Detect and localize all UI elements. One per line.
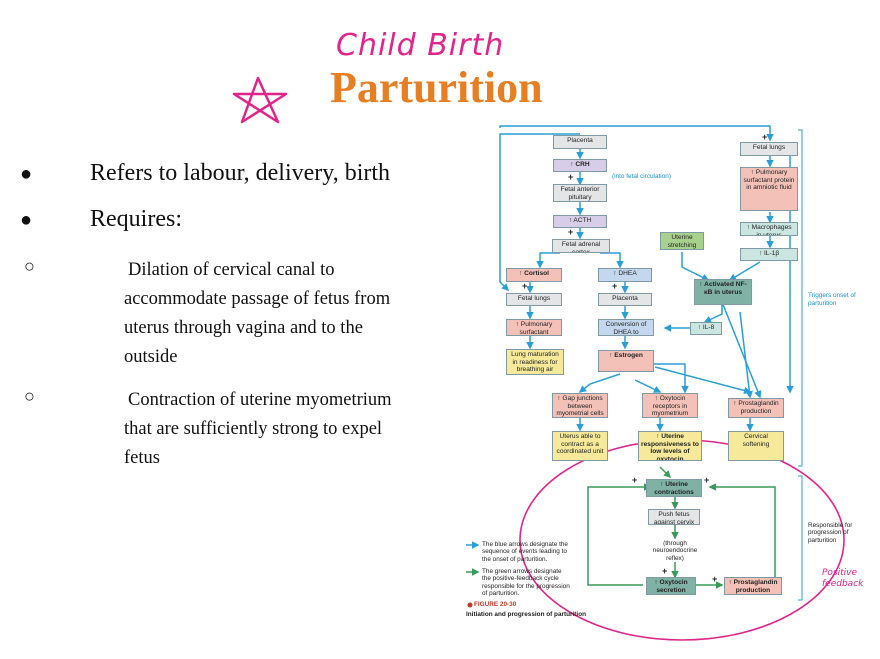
node-lung-maturation: Lung maturation in readiness for breathi…: [506, 349, 564, 375]
node-gap-junctions: ↑ Gap junctions between myometrial cells: [552, 393, 608, 418]
node-acth: ↑ ACTH: [553, 215, 607, 228]
node-macrophages: ↑ Macrophages in uterus: [740, 222, 798, 236]
bullet-marker: ●: [20, 209, 33, 231]
node-nfkb: ↑ Activated NF-κB in uterus: [694, 279, 752, 305]
label-responsible: Responsible for progression of parturiti…: [808, 522, 853, 544]
legend-green: The green arrows designate the positive-…: [482, 568, 570, 598]
node-dhea: ↑ DHEA: [598, 268, 652, 282]
node-push-fetus: Push fetus against cervix: [648, 509, 700, 525]
node-crh: ↑ CRH: [553, 159, 607, 172]
label-triggers: Triggers onset of parturition: [808, 292, 856, 307]
annotation-title: Child Birth: [336, 28, 505, 63]
node-il8: ↑ IL-8: [690, 322, 722, 335]
star-doodle-icon: [232, 76, 288, 124]
node-fetal-lungs-left: Fetal lungs: [506, 293, 562, 306]
node-fetal-adrenal: Fetal adrenal cortex: [552, 239, 610, 253]
node-conversion: Conversion of DHEA to estrogen: [598, 319, 654, 336]
bullet-1: Refers to labour, delivery, birth: [90, 160, 391, 186]
plus-sign: +: [662, 566, 668, 576]
plus-sign: +: [762, 132, 768, 142]
bullet-marker: ●: [20, 163, 33, 185]
node-uterine-stretching: Uterine stretching: [660, 232, 704, 250]
label-neuroendocrine: (through neuroendocrine reflex): [652, 540, 698, 562]
bullet-2: Requires:: [90, 206, 182, 232]
node-cervical-softening: Cervical softening: [728, 431, 784, 461]
annotation-positive-feedback: Positive feedback: [822, 568, 864, 589]
sub-bullet-marker: ○: [24, 256, 35, 276]
sub-bullet-marker: ○: [24, 386, 35, 406]
node-prostaglandin: ↑ Prostaglandin production: [728, 398, 784, 418]
node-prostaglandin-2: ↑ Prostaglandin production: [724, 577, 782, 595]
node-oxytocin-receptors: ↑ Oxytocin receptors in myometrium: [642, 393, 698, 418]
figure-label: FIGURE 20-30: [474, 601, 517, 608]
plus-sign: +: [704, 475, 710, 485]
node-placenta: Placenta: [553, 135, 607, 149]
sub-bullet-1: Dilation of cervical canal to accommodat…: [124, 260, 391, 367]
label-into-fetal: (into fetal circulation): [612, 173, 671, 180]
node-uterine-contractions: ↑ Uterine contractions: [646, 479, 702, 497]
plus-sign: +: [522, 281, 528, 291]
node-pulmonary-protein: ↑ Pulmonary surfactant protein in amniot…: [740, 167, 798, 211]
figure-caption: Initiation and progression of parturitio…: [466, 611, 586, 618]
legend-blue: The blue arrows designate the sequence o…: [482, 541, 568, 563]
page-title: Parturition: [330, 63, 543, 112]
plus-sign: +: [632, 475, 638, 485]
node-estrogen: ↑ Estrogen: [598, 350, 654, 372]
plus-sign: +: [568, 227, 574, 237]
node-placenta-2: Placenta: [598, 293, 652, 306]
node-fetal-lungs-right: Fetal lungs: [740, 142, 798, 156]
node-pulmonary-surfactant: ↑ Pulmonary surfactant: [506, 319, 562, 336]
sub-bullet-2: Contraction of uterine myometrium that a…: [124, 390, 392, 468]
node-il1b: ↑ IL-1β: [740, 248, 798, 261]
parturition-diagram: Placenta ↑ CRH (into fetal circulation) …: [460, 122, 880, 659]
node-cortisol: ↑ Cortisol: [506, 268, 562, 282]
node-uterine-responsiveness: ↑ Uterine responsiveness to low levels o…: [638, 431, 702, 461]
node-uterus-contract: Uterus able to contract as a coordinated…: [552, 431, 608, 461]
node-oxytocin-secretion: ↑ Oxytocin secretion: [646, 577, 696, 595]
plus-sign: +: [712, 574, 718, 584]
node-fetal-pituitary: Fetal anterior pituitary: [553, 184, 607, 202]
plus-sign: +: [568, 172, 574, 182]
plus-sign: +: [612, 281, 618, 291]
